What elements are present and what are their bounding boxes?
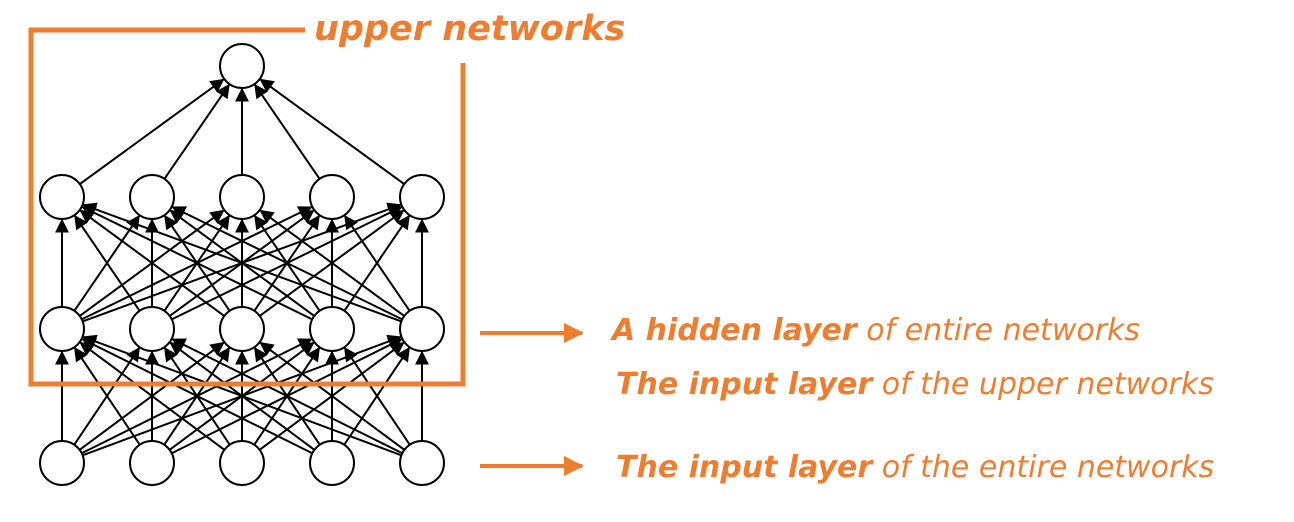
neuron-layer0-2 [219,440,265,486]
neuron-layer1-3 [309,306,355,352]
edge-l1-4-to-1 [171,206,403,321]
neuron-layer0-0 [39,440,85,486]
edge-l0-2-to-0 [79,341,225,451]
edge-l1-1-to-0 [74,214,141,312]
upper-networks-frame [28,27,466,387]
neuron-layer2-0 [39,174,85,220]
hidden-layer-label-rest: of entire networks [856,313,1141,348]
edge-l0-4-to-2 [259,341,405,451]
edge-l1-4-to-2 [259,209,405,317]
neuron-layer1-0 [39,306,85,352]
neuron-layer1-1 [129,306,175,352]
entire-input-layer-label-rest: of the entire networks [872,450,1215,485]
hidden-layer-label: A hidden layer of entire networks [612,316,1140,346]
edge-l1-4-to-3 [344,214,411,312]
upper-input-layer-label-rest: of the upper networks [872,367,1214,402]
edge-l2-3-to-0 [254,83,321,180]
edge-l0-4-to-0 [82,334,402,457]
hidden-layer-label-bold: A hidden layer [612,313,857,348]
edge-l0-1-to-0 [73,346,141,446]
neuron-layer3-0 [219,43,265,89]
neuron-layer2-1 [129,174,175,220]
neuron-layer0-3 [309,440,355,486]
neuron-layer2-2 [219,174,265,220]
neuron-layer0-4 [399,440,445,486]
label-pointer-arrows [480,323,584,476]
connection-edges [55,78,429,457]
upper-networks-box [28,27,466,387]
neuron-layer2-3 [309,174,355,220]
edge-l1-2-to-0 [79,209,225,317]
neuron-layer1-4 [399,306,445,352]
upper-networks-title: upper networks [314,9,626,49]
edge-l1-4-to-0 [82,202,402,323]
neuron-layer2-4 [399,174,445,220]
entire-input-layer-label-bold: The input layer [616,450,873,485]
edge-l2-0-to-0 [79,78,225,185]
upper-input-layer-label: The input layer of the upper networks [616,370,1214,400]
edge-l0-3-to-0 [81,338,313,455]
neuron-nodes [39,43,445,486]
edge-l0-4-to-1 [171,338,403,455]
edge-l0-4-to-3 [343,346,411,446]
neuron-layer1-2 [219,306,265,352]
edge-l2-1-to-0 [163,83,230,180]
edge-l1-3-to-0 [81,206,313,321]
neuron-layer0-1 [129,440,175,486]
edge-l2-4-to-0 [259,78,405,185]
upper-input-layer-label-bold: The input layer [616,367,873,402]
entire-input-layer-label: The input layer of the entire networks [616,453,1214,483]
